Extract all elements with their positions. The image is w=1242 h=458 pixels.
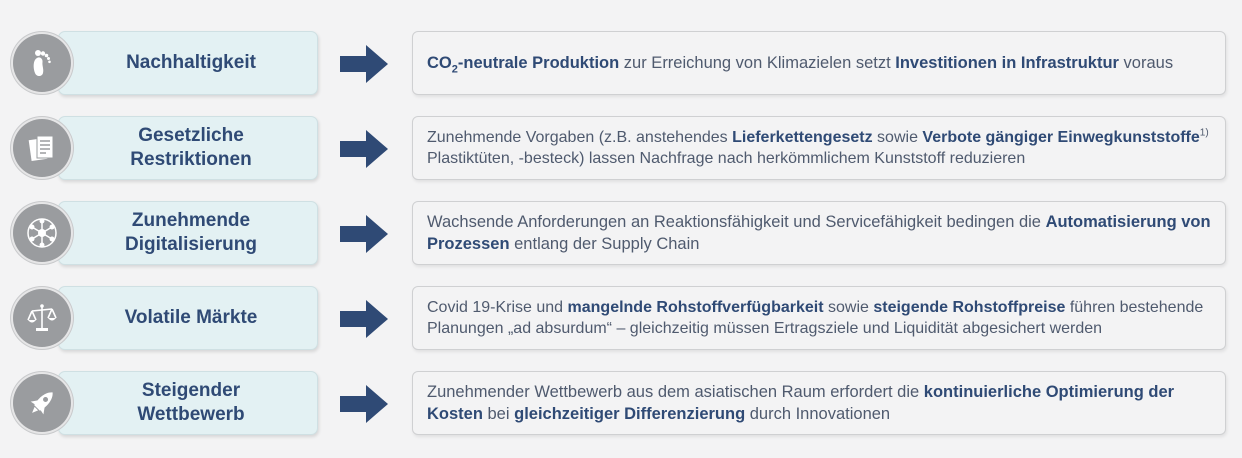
description-zunehmende-digitalisierung: Wachsende Anforderungen an Reaktionsfähi… [412, 201, 1226, 265]
desc-text: durch Innovationen [745, 405, 891, 423]
desc-text: voraus [1118, 54, 1174, 72]
label-steigender-wettbewerb: Steigender Wettbewerb [58, 371, 318, 435]
label-line: Digitalisierung [125, 234, 257, 255]
desc-emphasis: Verbote gängiger Einwegkunststoffe [922, 129, 1200, 146]
desc-emphasis: Lieferkettengesetz [732, 129, 873, 146]
description-steigender-wettbewerb: Zunehmender Wettbewerb aus dem asiatisch… [412, 371, 1226, 435]
row-volatile-maerkte: Volatile Märkte Covid 19-Krise und mange… [0, 286, 1242, 352]
arrow-right-icon [340, 215, 388, 253]
label-line: Restriktionen [130, 149, 252, 170]
desc-text: Covid 19-Krise und [427, 299, 568, 316]
desc-text: führen bestehende Planungen „ad absurdum… [427, 299, 1204, 337]
rocket-icon [13, 374, 71, 432]
desc-emphasis: gleichzeitiger Differenzierung [514, 405, 746, 423]
desc-text: CO [427, 54, 452, 72]
label-line: Steigender [141, 380, 241, 401]
description-volatile-maerkte: Covid 19-Krise und mangelnde Rohstoffver… [412, 286, 1226, 350]
description-text: CO2-neutrale Produktion zur Erreichung v… [427, 52, 1174, 76]
description-text: Wachsende Anforderungen an Reaktionsfähi… [427, 211, 1213, 255]
desc-text: bei [482, 405, 515, 423]
desc-text: entlang der Supply Chain [509, 235, 700, 253]
label-volatile-maerkte: Volatile Märkte [58, 286, 318, 350]
desc-text: sowie [823, 299, 874, 316]
balance-scale-icon [13, 289, 71, 347]
label-line: Volatile Märkte [124, 307, 258, 328]
description-text: Zunehmender Wettbewerb aus dem asiatisch… [427, 381, 1213, 425]
desc-text: Wachsende Anforderungen an Reaktionsfähi… [427, 213, 1046, 231]
description-nachhaltigkeit: CO2-neutrale Produktion zur Erreichung v… [412, 31, 1226, 95]
desc-emphasis: steigende Rohstoffpreise [873, 299, 1066, 316]
label-line: Wettbewerb [137, 404, 245, 425]
desc-text: Zunehmende Vorgaben (z.B. anstehendes [427, 129, 733, 146]
row-zunehmende-digitalisierung: Zunehmende Digitalisierung Wachsende Anf… [0, 201, 1242, 267]
documents-icon [13, 119, 71, 177]
label-zunehmende-digitalisierung: Zunehmende Digitalisierung [58, 201, 318, 265]
desc-text: sowie [872, 129, 923, 146]
footnote-marker: 1) [1199, 127, 1209, 139]
arrow-right-icon [340, 45, 388, 83]
arrow-right-icon [340, 385, 388, 423]
network-icon [13, 204, 71, 262]
row-steigender-wettbewerb: Steigender Wettbewerb Zunehmender Wettbe… [0, 371, 1242, 437]
label-line: Nachhaltigkeit [126, 52, 256, 73]
arrow-right-icon [340, 300, 388, 338]
label-line: Gesetzliche [138, 125, 244, 146]
label-gesetzliche-restriktionen: Gesetzliche Restriktionen [58, 116, 318, 180]
desc-text: Zunehmender Wettbewerb aus dem asiatisch… [427, 383, 924, 401]
label-line: Zunehmende [131, 210, 251, 231]
desc-text: zur Erreichung von Klimazielen setzt [619, 54, 896, 72]
row-nachhaltigkeit: Nachhaltigkeit CO2-neutrale Produktion z… [0, 31, 1242, 97]
description-text: Zunehmende Vorgaben (z.B. anstehendes Li… [427, 127, 1213, 169]
desc-text: Plastiktüten, -besteck) lassen Nachfrage… [427, 150, 1026, 167]
desc-subscript: 2 [451, 63, 458, 76]
description-text: Covid 19-Krise und mangelnde Rohstoffver… [427, 297, 1213, 339]
desc-emphasis: Automatisierung von Prozessen [427, 213, 1211, 253]
description-gesetzliche-restriktionen: Zunehmende Vorgaben (z.B. anstehendes Li… [412, 116, 1226, 180]
desc-emphasis: -neutrale Produktion [457, 54, 620, 72]
footprint-icon [13, 34, 71, 92]
desc-emphasis: kontinuierliche Optimierung der Kosten [427, 383, 1175, 423]
desc-emphasis: mangelnde Rohstoffverfügbarkeit [567, 299, 824, 316]
row-gesetzliche-restriktionen: Gesetzliche Restriktionen Zunehmende Vor… [0, 116, 1242, 182]
desc-emphasis: Investitionen in Infrastruktur [895, 54, 1119, 72]
label-nachhaltigkeit: Nachhaltigkeit [58, 31, 318, 95]
arrow-right-icon [340, 130, 388, 168]
